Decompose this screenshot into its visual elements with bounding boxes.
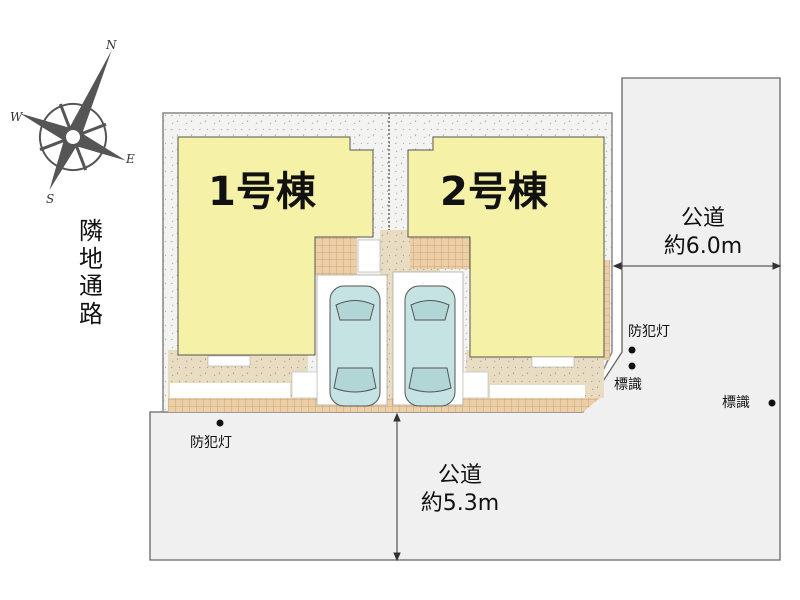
car-icon bbox=[329, 285, 381, 407]
streetlight-marker-south bbox=[216, 419, 224, 427]
sign-label-far-east: 標識 bbox=[722, 395, 750, 411]
building-1-label: 1号棟 bbox=[208, 169, 316, 215]
entrance-tile-1 bbox=[315, 237, 357, 275]
dimension-east bbox=[612, 262, 782, 270]
building-2 bbox=[407, 136, 605, 358]
car-icon bbox=[404, 285, 456, 407]
sign-marker-east bbox=[628, 362, 636, 370]
streetlight-label-east: 防犯灯 bbox=[628, 324, 670, 340]
compass-south: S bbox=[46, 192, 55, 206]
compass-east: E bbox=[126, 152, 135, 166]
sign-label-east: 標識 bbox=[614, 377, 642, 393]
east-road-width: 約6.0m bbox=[663, 233, 743, 259]
streetlight-label-south: 防犯灯 bbox=[190, 435, 232, 451]
compass-west: W bbox=[10, 110, 23, 124]
compass-rose-icon bbox=[20, 50, 126, 190]
south-road-label: 公道 約5.3m bbox=[400, 462, 520, 517]
south-road-width: 約5.3m bbox=[420, 490, 500, 516]
streetlight-marker-east bbox=[628, 346, 636, 354]
sign-marker-far-east bbox=[768, 399, 776, 407]
public-road bbox=[149, 77, 781, 561]
south-road-name: 公道 bbox=[437, 463, 482, 488]
east-road-label: 公道 約6.0m bbox=[640, 205, 766, 260]
building-1 bbox=[177, 136, 374, 356]
building-2-label: 2号棟 bbox=[440, 169, 548, 215]
entrance-tile-2 bbox=[410, 237, 470, 269]
east-road-name: 公道 bbox=[680, 206, 725, 231]
adjacent-path-label: 隣地通路 bbox=[79, 217, 103, 328]
compass-north: N bbox=[106, 38, 117, 52]
dimension-south bbox=[393, 412, 401, 562]
